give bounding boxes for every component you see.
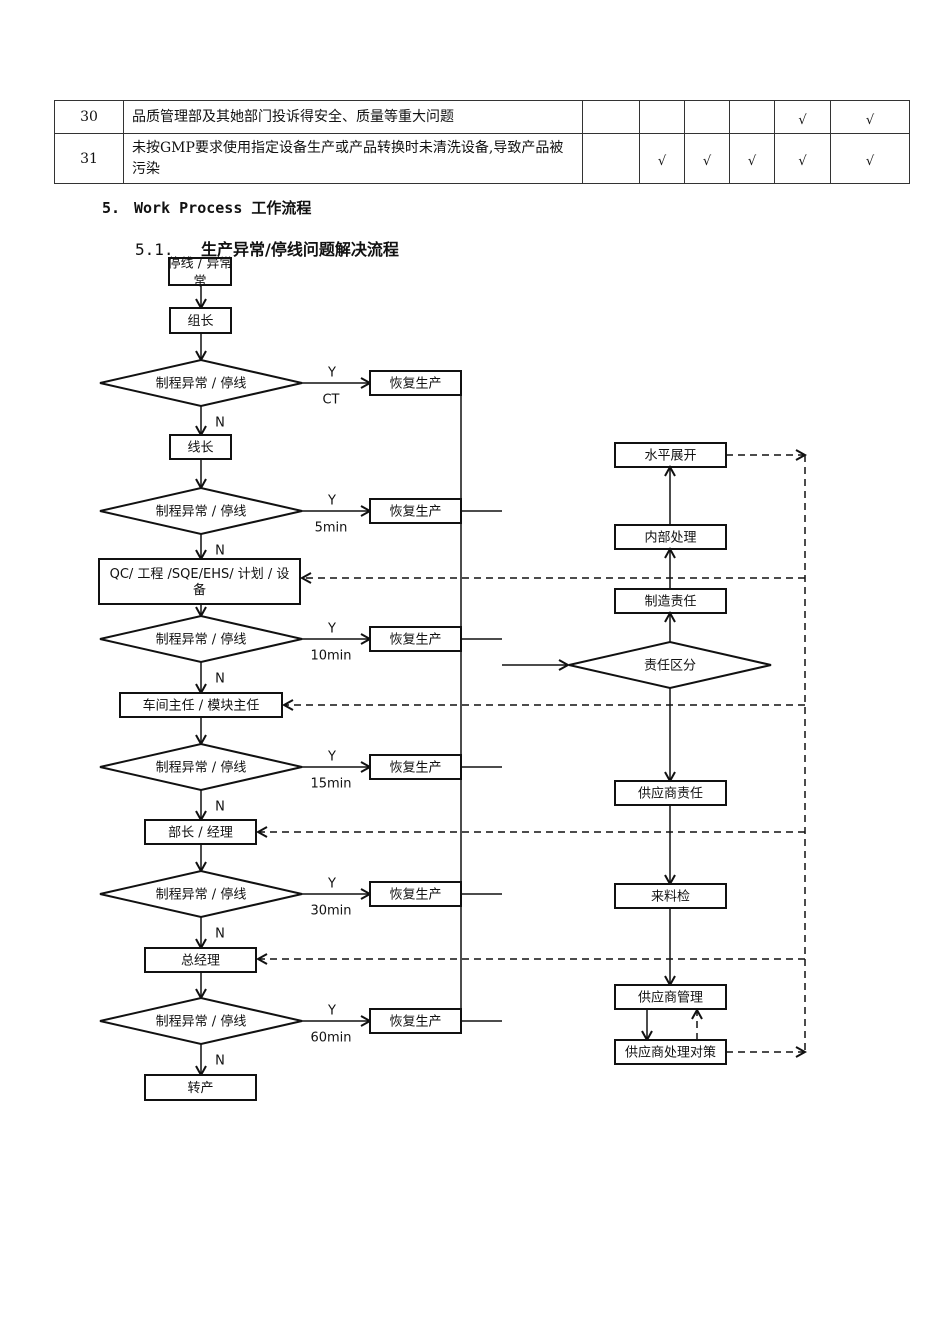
- decision-diamond-label: 制程异常 / 停线: [156, 632, 247, 648]
- check-mark: √: [702, 154, 712, 169]
- decision-diamond-label: 制程异常 / 停线: [156, 504, 247, 520]
- check-cell: [639, 100, 685, 134]
- section-title-en: Work Process: [134, 199, 243, 217]
- subsection-title: 生产异常/停线问题解决流程: [201, 240, 399, 259]
- subsection-heading: 5.1. 生产异常/停线问题解决流程: [135, 236, 399, 260]
- end-box-label: 转产: [187, 1081, 213, 1096]
- resume-production-box-label: 恢复生产: [389, 1015, 441, 1030]
- internal-box-label: 内部处理: [644, 530, 696, 546]
- row-description: 品质管理部及其她部门投诉得安全、质量等重大问题: [123, 100, 583, 134]
- supplier-box: [614, 984, 727, 1010]
- check-cell: [729, 100, 775, 134]
- decision-diamond-label: 制程异常 / 停线: [156, 1014, 247, 1030]
- decision-diamond-label: 制程异常 / 停线: [156, 887, 247, 903]
- decision-diamond-label: 制程异常 / 停线: [156, 376, 247, 392]
- resume-production-box: [369, 881, 462, 907]
- owner-box-label: QC/ 工程 /SQE/EHS/ 计划 / 设: [110, 567, 290, 582]
- section-title-cn: 工作流程: [251, 199, 312, 217]
- resume-production-box: [369, 626, 462, 652]
- end-box: [144, 1074, 257, 1101]
- owner-box-label: 部长 / 经理: [168, 826, 233, 841]
- check-mark: √: [747, 154, 757, 169]
- time-limit-label: 15min: [310, 777, 351, 792]
- no-label: N: [215, 927, 225, 942]
- resume-production-box-label: 恢复生产: [389, 505, 441, 520]
- check-mark: √: [798, 154, 807, 169]
- internal-box-label: 制造责任: [644, 595, 696, 610]
- start-box: [168, 257, 232, 286]
- yes-label: Y: [327, 366, 336, 381]
- check-mark: √: [865, 112, 875, 128]
- no-label: N: [215, 416, 225, 431]
- row-description: 未按GMP要求使用指定设备生产或产品转换时未清洗设备,导致产品被污染: [123, 133, 583, 184]
- supplier-box-label: 供应商责任: [638, 786, 703, 802]
- check-cell: √: [830, 100, 910, 134]
- yes-label: Y: [327, 622, 336, 637]
- row-number: 30: [54, 100, 124, 134]
- no-label: N: [215, 672, 225, 687]
- owner-box-label: 备: [193, 582, 206, 598]
- yes-label: Y: [327, 1004, 336, 1019]
- time-limit-label: CT: [322, 393, 339, 408]
- internal-box-label: 水平展开: [644, 449, 696, 464]
- supplier-box: [614, 883, 727, 909]
- supplier-box-label: 来料检: [651, 890, 690, 905]
- time-limit-label: 30min: [310, 904, 351, 919]
- table-row: 31 未按GMP要求使用指定设备生产或产品转换时未清洗设备,导致产品被污染 √ …: [54, 133, 910, 184]
- yes-label: Y: [327, 494, 336, 509]
- check-cell: [582, 133, 640, 184]
- check-mark: √: [798, 112, 807, 128]
- decision-diamond-label: 制程异常 / 停线: [156, 760, 247, 776]
- start-box-label: 停线 / 异常: [168, 256, 233, 272]
- check-mark: √: [865, 154, 875, 169]
- resume-production-box: [369, 754, 462, 780]
- time-limit-label: 10min: [310, 649, 351, 664]
- no-label: N: [215, 800, 225, 815]
- resume-production-box-label: 恢复生产: [389, 761, 441, 776]
- table-row: 30 品质管理部及其她部门投诉得安全、质量等重大问题 √ √: [54, 100, 910, 134]
- resume-production-box-label: 恢复生产: [389, 888, 441, 903]
- no-label: N: [215, 544, 225, 559]
- responsibility-diamond-label: 责任区分: [644, 659, 696, 674]
- check-cell: √: [639, 133, 685, 184]
- risk-table: 30 品质管理部及其她部门投诉得安全、质量等重大问题 √ √ 31 未按GMP要…: [54, 100, 910, 184]
- owner-box-label: 组长: [187, 314, 213, 329]
- check-mark: √: [657, 154, 667, 169]
- yes-label: Y: [327, 877, 336, 892]
- supplier-box-label: 供应商管理: [638, 990, 703, 1006]
- responsibility-diamond: [568, 640, 772, 690]
- resume-production-box-label: 恢复生产: [389, 377, 441, 392]
- check-cell: √: [684, 133, 730, 184]
- supplier-box-label: 供应商处理对策: [625, 1045, 716, 1061]
- no-label: N: [215, 1054, 225, 1069]
- section-number: 5.: [102, 199, 121, 217]
- yes-label: Y: [327, 750, 336, 765]
- check-cell: √: [830, 133, 910, 184]
- time-limit-label: 60min: [310, 1031, 351, 1046]
- supplier-box: [614, 1039, 727, 1065]
- subsection-number: 5.1.: [135, 240, 174, 259]
- owner-box-label: 车间主任 / 模块主任: [143, 698, 260, 714]
- section-heading: 5. Work Process 工作流程: [102, 197, 311, 218]
- resume-production-box: [369, 498, 462, 524]
- owner-box-label: 线长: [187, 441, 213, 456]
- time-limit-label: 5min: [315, 521, 348, 536]
- start-box-label: 常: [193, 275, 206, 290]
- resume-production-box-label: 恢复生产: [389, 633, 441, 648]
- owner-box-label: 总经理: [181, 954, 220, 969]
- check-cell: √: [729, 133, 775, 184]
